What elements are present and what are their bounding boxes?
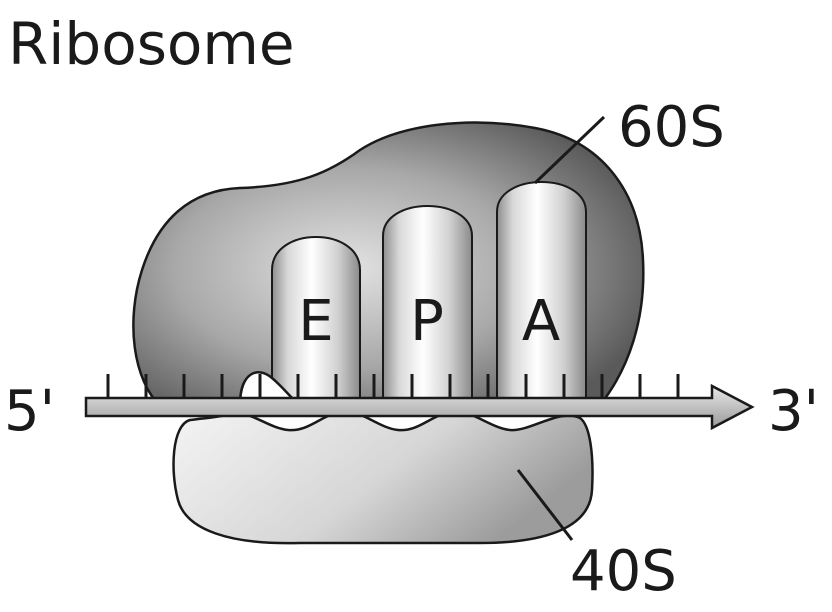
small-subunit-leader-line [516,469,574,541]
e-site-shape [271,236,361,411]
small-subunit-label: 40S [570,539,677,604]
mrna-strand [84,383,755,431]
small-subunit-shape [172,410,594,545]
p-site-label: P [410,289,444,354]
a-site-shape [496,181,587,411]
large-subunit-label: 60S [618,95,725,160]
codon-ticks [106,374,680,398]
diagram-title: Ribosome [8,10,295,78]
three-prime-label: 3' [768,379,819,444]
e-site-label: E [298,289,333,354]
large-subunit-leader-line [533,115,606,185]
p-site-shape [382,205,473,411]
five-prime-label: 5' [4,379,55,444]
a-site-label: A [522,289,560,354]
